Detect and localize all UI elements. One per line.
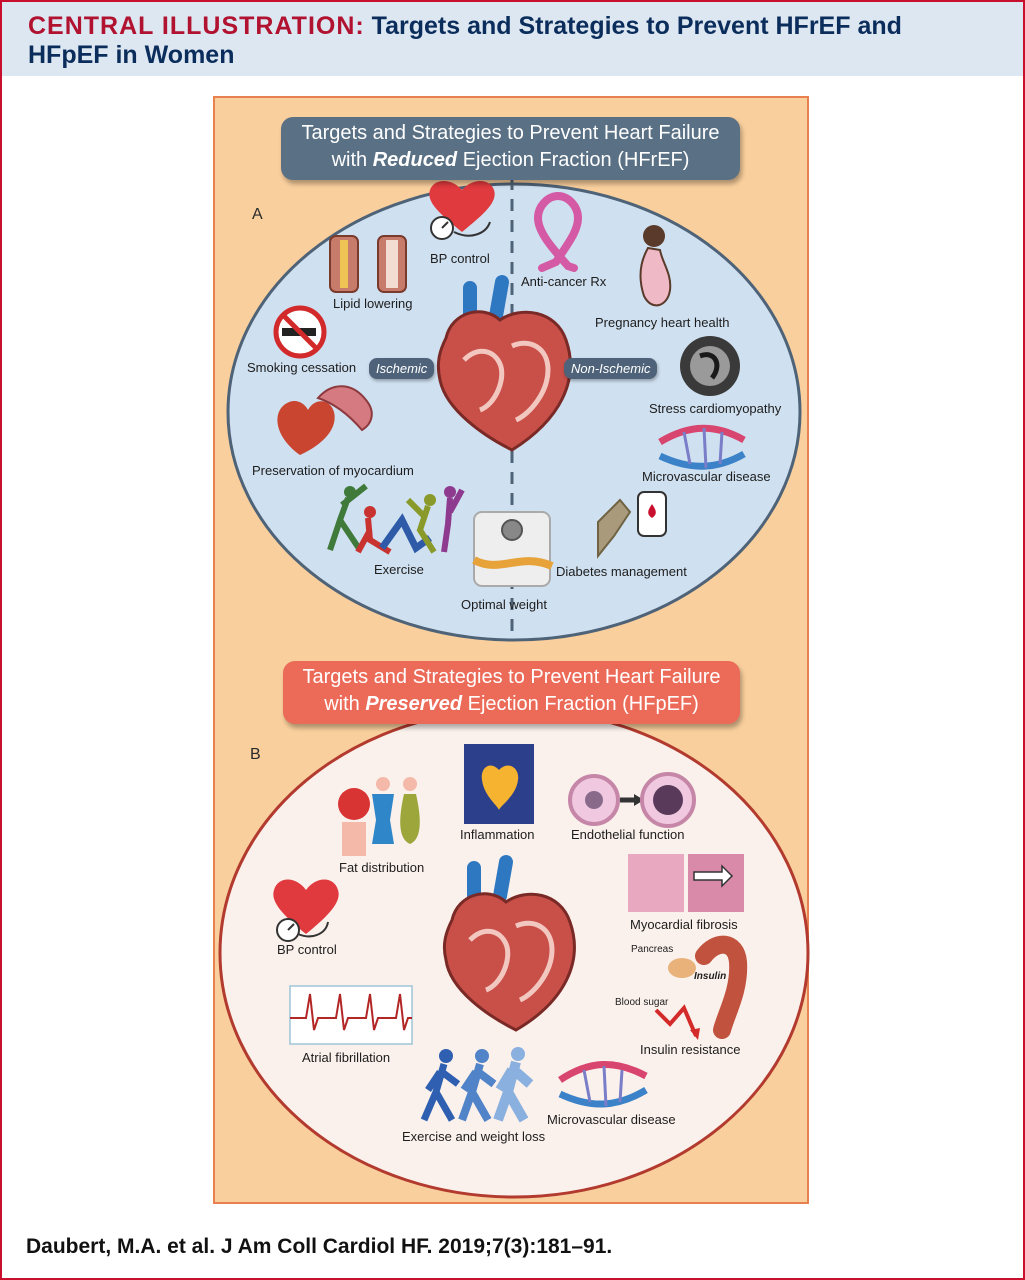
label-bp-control-a: BP control [430, 251, 490, 266]
title-lead: CENTRAL ILLUSTRATION: [28, 12, 365, 40]
label-blood-sugar: Blood sugar [615, 997, 669, 1008]
fibrosis-icon [628, 854, 744, 912]
pink-ribbon-icon [533, 192, 583, 272]
ecg-strip-icon [289, 985, 413, 1045]
citation: Daubert, M.A. et al. J Am Coll Cardiol H… [26, 1235, 613, 1258]
banner-hfpef-em: Preserved [365, 693, 463, 715]
exercise-figures-icon-a [327, 483, 465, 555]
label-insulin-resistance: Insulin resistance [640, 1042, 741, 1057]
label-fat-distribution: Fat distribution [339, 860, 425, 875]
inflammation-icon [464, 744, 534, 824]
label-stress-cardio: Stress cardiomyopathy [649, 401, 782, 416]
heart-anatomy-a [436, 275, 572, 452]
glucose-meter-icon [597, 491, 667, 559]
banner-hfpef: Targets and Strategies to Prevent Heart … [283, 661, 740, 724]
banner-hfref-pre: with [331, 149, 373, 171]
label-preservation: Preservation of myocardium [252, 463, 414, 478]
banner-hfref-post: Ejection Fraction (HFrEF) [457, 149, 690, 171]
heart-anatomy-b [442, 855, 576, 1032]
scale-icon [472, 511, 554, 587]
endothelial-icon [568, 772, 696, 828]
insulin-vessel-icon [654, 935, 748, 1040]
title-line-2: HFpEF in Women [28, 41, 235, 69]
nonischemic-label: Non-Ischemic [564, 358, 658, 379]
microvascular-icon-b [558, 1061, 648, 1108]
banner-hfpef-post: Ejection Fraction (HFpEF) [462, 693, 699, 715]
title-line-1: Targets and Strategies to Prevent HFrEF … [371, 12, 902, 40]
label-pancreas: Pancreas [631, 944, 674, 955]
banner-hfref-line1: Targets and Strategies to Prevent Heart … [301, 122, 720, 144]
artery-icon-a [329, 235, 407, 293]
label-microvascular-b: Microvascular disease [547, 1112, 676, 1127]
label-myocardial-fibrosis: Myocardial fibrosis [630, 917, 738, 932]
myocardium-heart-icon [277, 385, 373, 455]
label-inflammation: Inflammation [460, 827, 535, 842]
figure-header: CENTRAL ILLUSTRATION: Targets and Strate… [2, 2, 1023, 76]
figure-title: CENTRAL ILLUSTRATION: Targets and Strate… [28, 12, 988, 70]
no-smoking-icon [273, 305, 327, 359]
banner-hfpef-line1: Targets and Strategies to Prevent Heart … [302, 666, 721, 688]
label-exercise-weight: Exercise and weight loss [402, 1129, 546, 1144]
banner-hfref: Targets and Strategies to Prevent Heart … [281, 117, 740, 180]
banner-hfref-em: Reduced [372, 149, 458, 171]
label-smoking-cessation: Smoking cessation [247, 360, 357, 375]
panel-letter-a: A [252, 206, 263, 223]
panel-letter-b: B [250, 746, 261, 763]
label-insulin: Insulin [694, 971, 727, 982]
label-anticancer: Anti-cancer Rx [521, 274, 607, 289]
label-microvascular-a: Microvascular disease [642, 469, 771, 484]
angiogram-icon [680, 336, 740, 396]
pregnant-woman-icon [639, 225, 672, 307]
label-atrial-fib: Atrial fibrillation [302, 1050, 391, 1065]
banner-hfpef-pre: with [324, 693, 366, 715]
bp-heart-icon-a [429, 181, 495, 240]
body-shapes-icon [338, 777, 420, 856]
microvascular-icon-a [658, 424, 746, 470]
label-optimal-weight: Optimal weight [461, 597, 547, 612]
label-pregnancy: Pregnancy heart health [595, 315, 730, 330]
walking-figures-icon [420, 1047, 534, 1123]
label-lipid-lowering: Lipid lowering [333, 296, 413, 311]
label-endothelial: Endothelial function [571, 827, 685, 842]
label-exercise-a: Exercise [374, 562, 424, 577]
bp-heart-icon-b [273, 879, 339, 942]
label-bp-control-b: BP control [277, 942, 337, 957]
ischemic-label: Ischemic [369, 358, 435, 379]
label-diabetes: Diabetes management [556, 564, 687, 579]
